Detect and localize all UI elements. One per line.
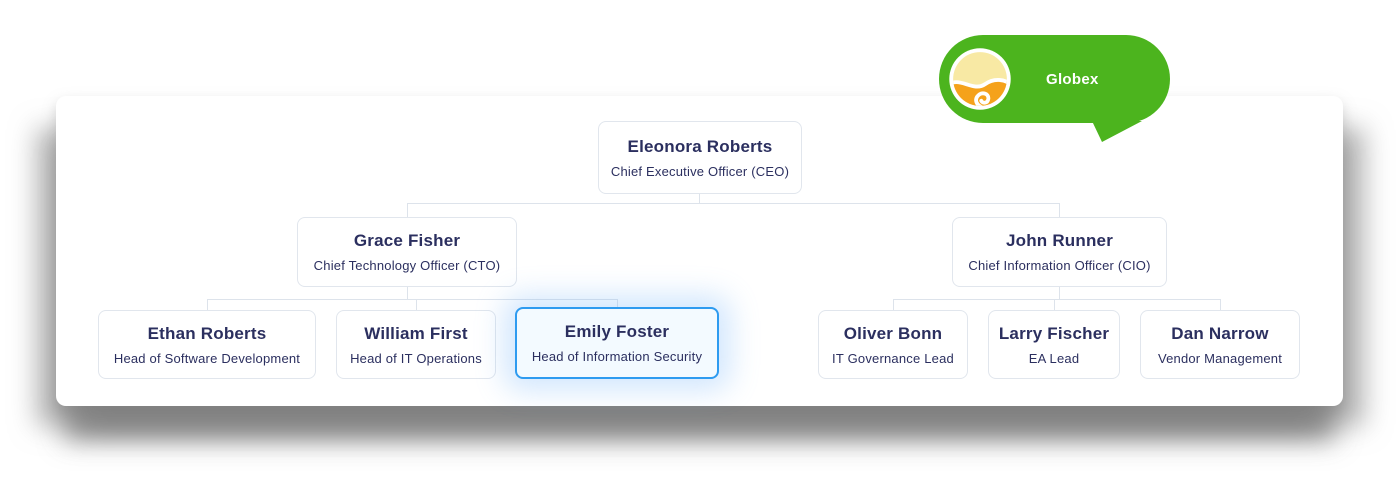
connector-line bbox=[617, 299, 618, 308]
globex-wave-logo-icon bbox=[948, 47, 1012, 111]
connector-line bbox=[416, 299, 417, 311]
connector-line bbox=[893, 299, 894, 311]
globex-badge-label: Globex bbox=[1046, 70, 1099, 88]
person-name: Oliver Bonn bbox=[843, 323, 943, 343]
connector-line bbox=[893, 299, 1221, 300]
globex-badge[interactable]: Globex bbox=[939, 35, 1170, 142]
connector-line bbox=[1220, 299, 1221, 311]
org-node-head-software-development[interactable]: Ethan Roberts Head of Software Developme… bbox=[98, 310, 316, 379]
person-name: Dan Narrow bbox=[1171, 323, 1269, 343]
org-node-cio[interactable]: John Runner Chief Information Officer (C… bbox=[952, 217, 1167, 287]
person-name: Grace Fisher bbox=[353, 231, 461, 250]
connector-line bbox=[407, 287, 408, 300]
person-title: Chief Technology Officer (CTO) bbox=[313, 258, 501, 273]
person-title: Head of Information Security bbox=[531, 349, 703, 364]
connector-line bbox=[1059, 203, 1060, 218]
connector-line bbox=[1054, 299, 1055, 311]
org-node-head-information-security-selected[interactable]: Emily Foster Head of Information Securit… bbox=[515, 307, 719, 379]
org-node-vendor-management[interactable]: Dan Narrow Vendor Management bbox=[1140, 310, 1300, 379]
connector-line bbox=[1059, 287, 1060, 300]
person-name: John Runner bbox=[1005, 231, 1114, 250]
person-name: William First bbox=[364, 323, 468, 343]
connector-line bbox=[407, 203, 408, 218]
connector-line bbox=[407, 203, 1060, 204]
person-title: Head of IT Operations bbox=[350, 350, 482, 366]
org-node-cto[interactable]: Grace Fisher Chief Technology Officer (C… bbox=[297, 217, 517, 287]
org-node-ceo[interactable]: Eleonora Roberts Chief Executive Officer… bbox=[598, 121, 802, 194]
person-name: Eleonora Roberts bbox=[627, 136, 773, 156]
badge-tail bbox=[1092, 121, 1142, 142]
org-node-it-governance-lead[interactable]: Oliver Bonn IT Governance Lead bbox=[818, 310, 968, 379]
person-name: Larry Fischer bbox=[998, 323, 1110, 343]
connector-line bbox=[699, 194, 700, 204]
person-title: Chief Executive Officer (CEO) bbox=[610, 163, 790, 179]
person-name: Ethan Roberts bbox=[147, 323, 267, 343]
person-name: Emily Foster bbox=[564, 322, 670, 341]
connector-line bbox=[207, 299, 618, 300]
org-node-head-it-operations[interactable]: William First Head of IT Operations bbox=[336, 310, 496, 379]
person-title: Chief Information Officer (CIO) bbox=[968, 258, 1151, 273]
connector-line bbox=[207, 299, 208, 311]
person-title: Vendor Management bbox=[1157, 350, 1283, 366]
person-title: IT Governance Lead bbox=[832, 350, 954, 366]
org-node-ea-lead[interactable]: Larry Fischer EA Lead bbox=[988, 310, 1120, 379]
person-title: Head of Software Development bbox=[113, 350, 301, 366]
person-title: EA Lead bbox=[1028, 350, 1080, 366]
